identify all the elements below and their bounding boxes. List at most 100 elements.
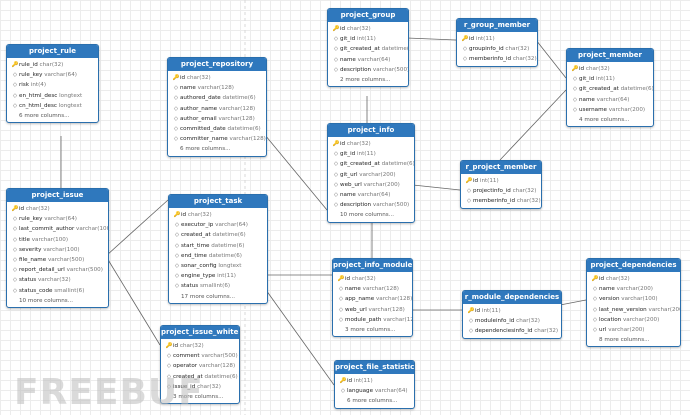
column-type: varchar(128): [197, 85, 234, 92]
column-type: char(32): [516, 198, 541, 205]
column-name: executor_ip: [181, 222, 214, 229]
column-row: ◇git_url varchar(200): [328, 170, 414, 180]
column-diamond-icon: ◇: [166, 373, 172, 380]
column-name: last_new_version: [599, 306, 647, 313]
column-name: cn_html_desc: [19, 102, 57, 109]
table-r-group-member[interactable]: r_group_member🔑id int(11)◇groupinfo_id c…: [456, 18, 538, 67]
column-diamond-icon: ◇: [338, 296, 344, 303]
column-row: ◇git_id int(11): [567, 74, 653, 84]
column-type: varchar(64): [44, 216, 77, 223]
column-row: ◇moduleinfo_id char(32): [463, 316, 561, 326]
column-diamond-icon: ◇: [173, 125, 179, 132]
column-diamond-icon: ◇: [166, 363, 172, 370]
column-row: ◇end_time datetime(6): [169, 251, 267, 261]
table-columns: 🔑id int(11)◇moduleinfo_id char(32)◇depen…: [463, 304, 561, 338]
column-type: datetime(6): [381, 161, 415, 168]
table-project-task[interactable]: project_task🔑id char(32)◇executor_ip var…: [168, 194, 268, 304]
table-r-module-dependencies[interactable]: r_module_dependencies🔑id int(11)◇modulei…: [462, 290, 562, 339]
column-diamond-icon: ◇: [333, 151, 339, 158]
column-diamond-icon: ◇: [340, 388, 346, 395]
table-columns: 🔑id char(32)◇git_id int(11)◇git_created_…: [328, 22, 408, 86]
column-diamond-icon: ◇: [12, 246, 18, 253]
column-type: char(32): [187, 212, 212, 218]
table-header: project_info: [328, 124, 414, 137]
more-columns-link[interactable]: 6 more columns...: [180, 146, 231, 153]
column-row: ◇dependenciesinfo_id char(32): [463, 326, 561, 336]
more-columns-link[interactable]: 10 more columns...: [340, 212, 395, 219]
column-row: ◇location varchar(200): [587, 315, 680, 325]
column-name: operator: [173, 363, 198, 370]
more-columns-link[interactable]: 4 more columns...: [579, 116, 630, 123]
column-row: ◇file_name varchar(500): [7, 255, 108, 265]
primary-key-icon: 🔑: [165, 343, 173, 349]
table-r-project-member[interactable]: r_project_member🔑id int(11)◇projectinfo_…: [460, 160, 542, 209]
table-project-info[interactable]: project_info🔑id char(32)◇git_id int(11)◇…: [327, 123, 415, 223]
column-name: name: [180, 85, 196, 92]
column-type: char(32): [534, 328, 559, 335]
column-name: id: [475, 308, 481, 314]
column-row: ◇git_id int(11): [328, 34, 408, 44]
column-row: ◇web_url varchar(200): [328, 180, 414, 190]
column-row: 🔑id char(32): [328, 139, 414, 149]
column-type: char(32): [351, 276, 376, 282]
primary-key-icon: 🔑: [461, 36, 469, 42]
column-type: char(32): [512, 188, 537, 195]
table-project-group[interactable]: project_group🔑id char(32)◇git_id int(11)…: [327, 8, 409, 88]
column-name: web_url: [340, 181, 362, 188]
table-header: r_project_member: [461, 161, 541, 174]
more-columns-link[interactable]: 10 more columns...: [19, 297, 74, 304]
column-diamond-icon: ◇: [173, 115, 179, 122]
table-project-repository[interactable]: project_repository🔑id char(32)◇name varc…: [167, 57, 267, 157]
column-row: 🔑id char(32): [567, 64, 653, 74]
table-project-issue[interactable]: project_issue🔑id char(32)◇rule_key varch…: [6, 188, 109, 308]
column-name: name: [340, 191, 356, 198]
table-project-rule[interactable]: project_rule🔑rule_id char(32)◇rule_key v…: [6, 44, 99, 124]
column-name: end_time: [181, 252, 207, 259]
column-diamond-icon: ◇: [174, 252, 180, 259]
column-diamond-icon: ◇: [173, 85, 179, 92]
column-row: 🔑id char(32): [7, 204, 108, 214]
more-columns-link[interactable]: 3 more columns...: [173, 393, 224, 400]
column-type: datetime(6): [222, 95, 256, 102]
column-type: char(32): [346, 141, 371, 147]
column-row: ◇name varchar(128): [333, 284, 412, 294]
more-columns-link[interactable]: 2 more columns...: [340, 76, 391, 83]
column-row: ◇git_created_at datetime(6): [328, 159, 414, 169]
column-diamond-icon: ◇: [166, 383, 172, 390]
column-diamond-icon: ◇: [462, 56, 468, 63]
column-diamond-icon: ◇: [12, 256, 18, 263]
column-diamond-icon: ◇: [12, 226, 18, 233]
more-columns-link[interactable]: 3 more columns...: [345, 326, 396, 333]
column-name: status: [181, 283, 199, 290]
column-row: ◇created_at datetime(6): [161, 372, 239, 382]
rel-issue-whitelist: [106, 257, 161, 346]
primary-key-icon: 🔑: [172, 75, 180, 81]
table-project-issue-whitelist[interactable]: project_issue_whitelist🔑id char(32)◇comm…: [160, 325, 240, 405]
column-diamond-icon: ◇: [333, 161, 339, 168]
column-diamond-icon: ◇: [12, 277, 18, 284]
column-diamond-icon: ◇: [166, 353, 172, 360]
table-project-dependencies[interactable]: project_dependencies🔑id char(32)◇name va…: [586, 258, 681, 348]
table-project-info-module[interactable]: project_info_module🔑id char(32)◇name var…: [332, 258, 413, 338]
more-columns-link[interactable]: 8 more columns...: [599, 337, 650, 344]
column-type: char(32): [197, 383, 221, 390]
table-project-file-statistics[interactable]: project_file_statistics🔑id int(11)◇langu…: [334, 360, 415, 409]
column-name: sonar_config: [181, 262, 217, 269]
more-columns-link[interactable]: 6 more columns...: [347, 398, 398, 405]
column-name: committed_date: [180, 125, 226, 132]
column-diamond-icon: ◇: [592, 316, 598, 323]
more-columns-link[interactable]: 6 more columns...: [19, 112, 70, 119]
column-name: git_created_at: [340, 46, 380, 53]
column-type: varchar(200): [608, 106, 646, 113]
primary-key-icon: 🔑: [11, 62, 19, 68]
table-project-member[interactable]: project_member🔑id char(32)◇git_id int(11…: [566, 48, 654, 128]
column-type: longtext: [59, 92, 83, 99]
more-columns-link[interactable]: 17 more columns...: [181, 293, 236, 300]
column-type: int(11): [356, 36, 376, 43]
column-diamond-icon: ◇: [592, 306, 598, 313]
column-diamond-icon: ◇: [174, 262, 180, 269]
column-type: varchar(200): [622, 316, 660, 323]
column-name: id: [181, 212, 187, 218]
column-name: author_name: [180, 105, 218, 112]
